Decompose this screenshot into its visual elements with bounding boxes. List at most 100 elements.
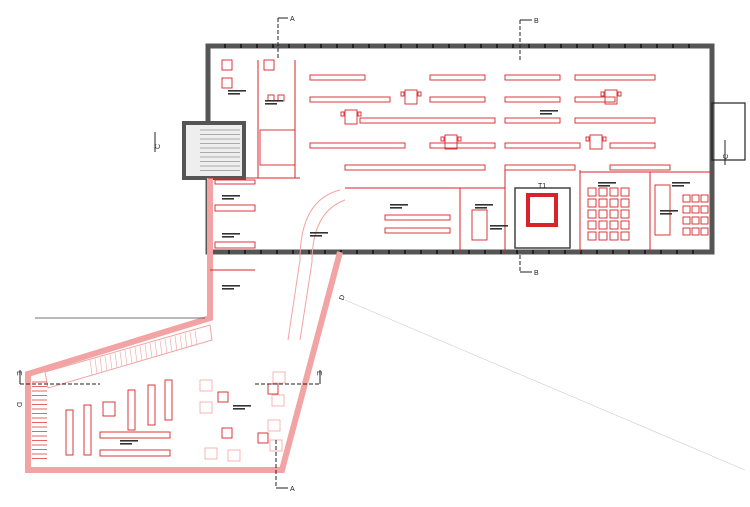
room-area (222, 288, 234, 290)
seat (620, 187, 630, 197)
shelf (504, 74, 561, 81)
seat (691, 205, 700, 214)
ramp-step (134, 347, 138, 363)
chair (221, 59, 233, 71)
room-area (490, 228, 502, 230)
curved-path (299, 199, 346, 341)
room-area (672, 185, 684, 187)
seat (700, 194, 709, 203)
seat (620, 231, 630, 241)
ramp-step (154, 341, 158, 357)
shelf (359, 117, 496, 124)
armchair (272, 371, 286, 384)
seat (609, 187, 619, 197)
seat (700, 205, 709, 214)
armchair (204, 447, 218, 460)
ramp-step (164, 338, 168, 354)
seat (609, 231, 619, 241)
shelf (127, 389, 136, 431)
room (259, 129, 296, 166)
ramp-step (94, 358, 98, 374)
room-label (233, 405, 251, 407)
table (221, 427, 233, 439)
room-area (390, 207, 402, 209)
section-marker-b-top: B (534, 18, 539, 25)
table (604, 89, 618, 105)
seat (682, 216, 691, 225)
shelf (83, 404, 92, 456)
chair (457, 136, 462, 142)
stair-core-west (182, 121, 246, 180)
ramp-step (159, 340, 163, 356)
seat (691, 216, 700, 225)
ramp-step (139, 345, 143, 361)
stair-core (514, 187, 571, 249)
counter (214, 179, 256, 185)
room-label (672, 182, 690, 184)
shelf (504, 96, 561, 103)
armchair (271, 394, 285, 407)
ramp-step (149, 343, 153, 359)
chair (417, 91, 422, 97)
seat (598, 187, 608, 197)
chair (440, 136, 445, 142)
section-marker-c-right: C (723, 154, 730, 159)
shelf (609, 164, 671, 171)
shelf (574, 96, 616, 103)
seat (691, 194, 700, 203)
chair (400, 91, 405, 97)
chair (602, 136, 607, 142)
armchair (227, 449, 241, 462)
table (267, 383, 279, 395)
room-label (660, 210, 678, 212)
shelf (574, 117, 656, 124)
seat (587, 198, 597, 208)
curved-path (287, 189, 341, 341)
ramp-step (194, 330, 198, 346)
section-marker-a-bottom: A (290, 486, 295, 493)
ramp-step (144, 344, 148, 360)
shelf (429, 74, 486, 81)
seat (587, 220, 597, 230)
room-label (120, 440, 138, 442)
seat (682, 227, 691, 236)
section-marker-e-left: E (15, 371, 22, 376)
room-area (598, 185, 610, 187)
room-area (222, 236, 234, 238)
shelf (344, 164, 486, 171)
table (589, 134, 603, 150)
chair (263, 59, 275, 71)
room-area (265, 103, 277, 105)
room-label (490, 225, 508, 227)
shelf (214, 204, 256, 212)
seat (587, 187, 597, 197)
seat (587, 209, 597, 219)
chair (357, 111, 362, 117)
shelf (147, 384, 156, 426)
room-area (228, 93, 240, 95)
ramp-step (119, 351, 123, 367)
chair (340, 111, 345, 117)
ramp-step (99, 357, 103, 373)
shelf (429, 96, 486, 103)
room-area (222, 198, 234, 200)
room-area (310, 235, 322, 237)
shelf (429, 142, 496, 149)
seat (609, 198, 619, 208)
room-area (540, 113, 552, 115)
armchair (267, 419, 281, 432)
room-label (598, 182, 616, 184)
section-marker-a-top: A (290, 16, 295, 23)
east-annex (711, 102, 746, 161)
seat (609, 209, 619, 219)
ramp (44, 324, 213, 389)
ramp-step (184, 333, 188, 349)
stair-label: T1 (538, 183, 546, 190)
table (257, 432, 269, 444)
section-marker-d-mid: D (338, 294, 346, 301)
room-label (310, 232, 328, 234)
table (404, 89, 418, 105)
ramp-step (189, 331, 193, 347)
new-wing-wall (25, 178, 343, 473)
shelf (164, 379, 173, 421)
